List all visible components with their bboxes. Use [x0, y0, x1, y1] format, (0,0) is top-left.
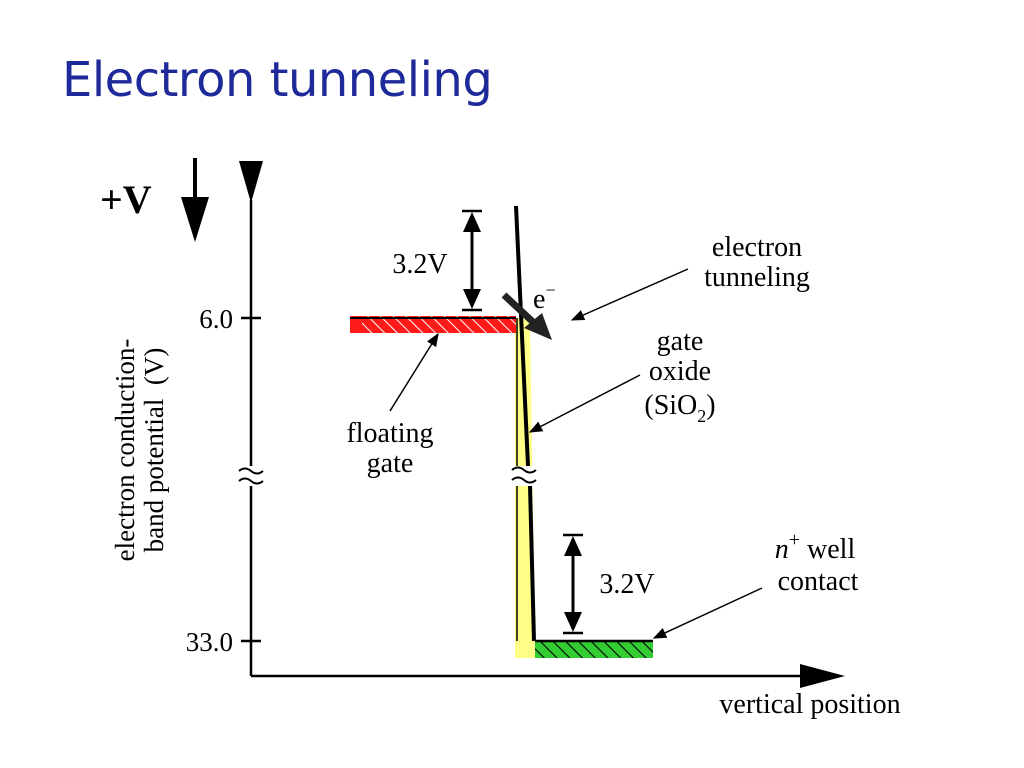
oxide-label-line2: oxide	[649, 356, 711, 387]
upper-gap-arrow	[462, 209, 482, 312]
electron-charge: −	[545, 280, 555, 300]
tunneling-label-line2: tunneling	[704, 262, 810, 293]
electron-label: e−	[533, 280, 556, 315]
well-contact-bar	[535, 639, 653, 658]
upper-gap-label: 3.2V	[392, 249, 447, 280]
lower-gap-arrow	[563, 533, 583, 635]
tick-label-lower: 33.0	[186, 627, 233, 657]
tick-label-upper: 6.0	[199, 304, 233, 334]
lower-gap-label: 3.2V	[599, 569, 654, 600]
x-axis-label: vertical position	[719, 689, 900, 720]
floating-gate-label-line1: floating	[346, 418, 433, 449]
oxide-pointer	[528, 374, 641, 433]
oxide-formula-suffix: )	[706, 390, 715, 421]
oxide-band-edge	[511, 206, 537, 641]
floating-gate-pointer	[389, 332, 439, 412]
slide-title: Electron tunneling	[62, 52, 493, 108]
y-axis	[238, 161, 264, 676]
well-label-plus: +	[789, 529, 800, 551]
well-label-line1: n+ well	[775, 529, 856, 565]
floating-gate-bar	[350, 316, 516, 333]
y-axis-label: electron conduction- band potential (V)	[110, 339, 169, 562]
voltage-label: +V	[100, 177, 152, 222]
y-axis-label-line2: band potential (V)	[139, 348, 169, 553]
tunneling-label-line1: electron	[712, 232, 802, 263]
x-axis	[251, 664, 845, 688]
oxide-formula-prefix: (SiO	[644, 390, 697, 421]
y-axis-break	[238, 467, 264, 485]
floating-gate-label-line2: gate	[367, 448, 414, 479]
electron-tunneling-arrow	[501, 292, 552, 340]
well-label-n: n	[775, 534, 789, 565]
voltage-direction-arrow	[181, 158, 209, 242]
electron-symbol: e	[533, 284, 545, 315]
well-label-well: well	[800, 534, 855, 565]
oxide-label-line1: gate	[657, 326, 704, 357]
oxide-label-line3: (SiO2)	[644, 390, 715, 426]
oxide-formula-sub: 2	[697, 406, 706, 426]
well-label-line2: contact	[778, 566, 859, 597]
tunneling-pointer	[570, 268, 689, 321]
well-contact-pointer	[652, 587, 763, 639]
y-axis-label-line1: electron conduction-	[110, 339, 140, 562]
